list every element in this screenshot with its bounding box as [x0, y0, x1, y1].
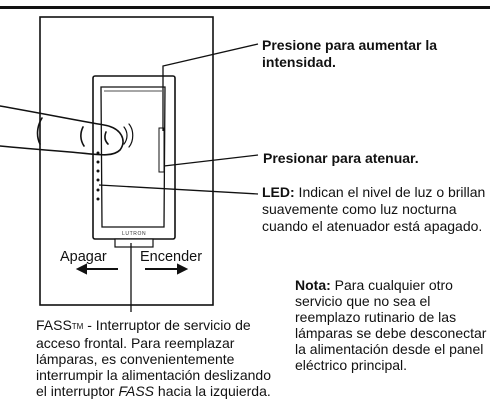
raise-callout: Presione para aumentar la intensidad.: [262, 37, 438, 70]
leader-lines: [98, 43, 259, 312]
fass-switch: [114, 238, 154, 248]
direction-arrows: [75, 263, 189, 275]
led-callout-label: LED:: [262, 184, 295, 200]
fass-callout-prefix: FASS: [36, 317, 72, 333]
fass-trademark: TM: [71, 322, 84, 331]
led-callout-text: Indican el nivel de luz o brillan suavem…: [262, 184, 486, 234]
note-callout-label: Nota:: [295, 277, 331, 293]
note-callout-text: Para cualquier otro servicio que no sea …: [295, 277, 487, 373]
intensity-strip: [158, 127, 165, 173]
top-rule: [0, 6, 490, 9]
fass-callout: FASSTM - Interruptor de servicio de acce…: [36, 317, 272, 399]
finger-illustration: [0, 105, 134, 156]
note-callout: Nota: Para cualquier otro servicio que n…: [295, 277, 488, 373]
led-indicators: [96, 151, 100, 201]
fass-callout-text-1: - Interruptor de servicio de acceso fron…: [36, 317, 272, 399]
led-callout: LED: Indican el nivel de luz o brillan s…: [262, 184, 488, 235]
lower-callout: Presionar para atenuar.: [263, 150, 419, 166]
off-label: Apagar: [60, 249, 107, 265]
fass-callout-text-2: hacia la izquierda.: [154, 383, 271, 399]
fass-callout-italic: FASS: [118, 383, 155, 399]
rocker-paddle: [100, 86, 166, 228]
device-brand: LUTRON: [122, 231, 147, 237]
on-label: Encender: [140, 249, 203, 265]
